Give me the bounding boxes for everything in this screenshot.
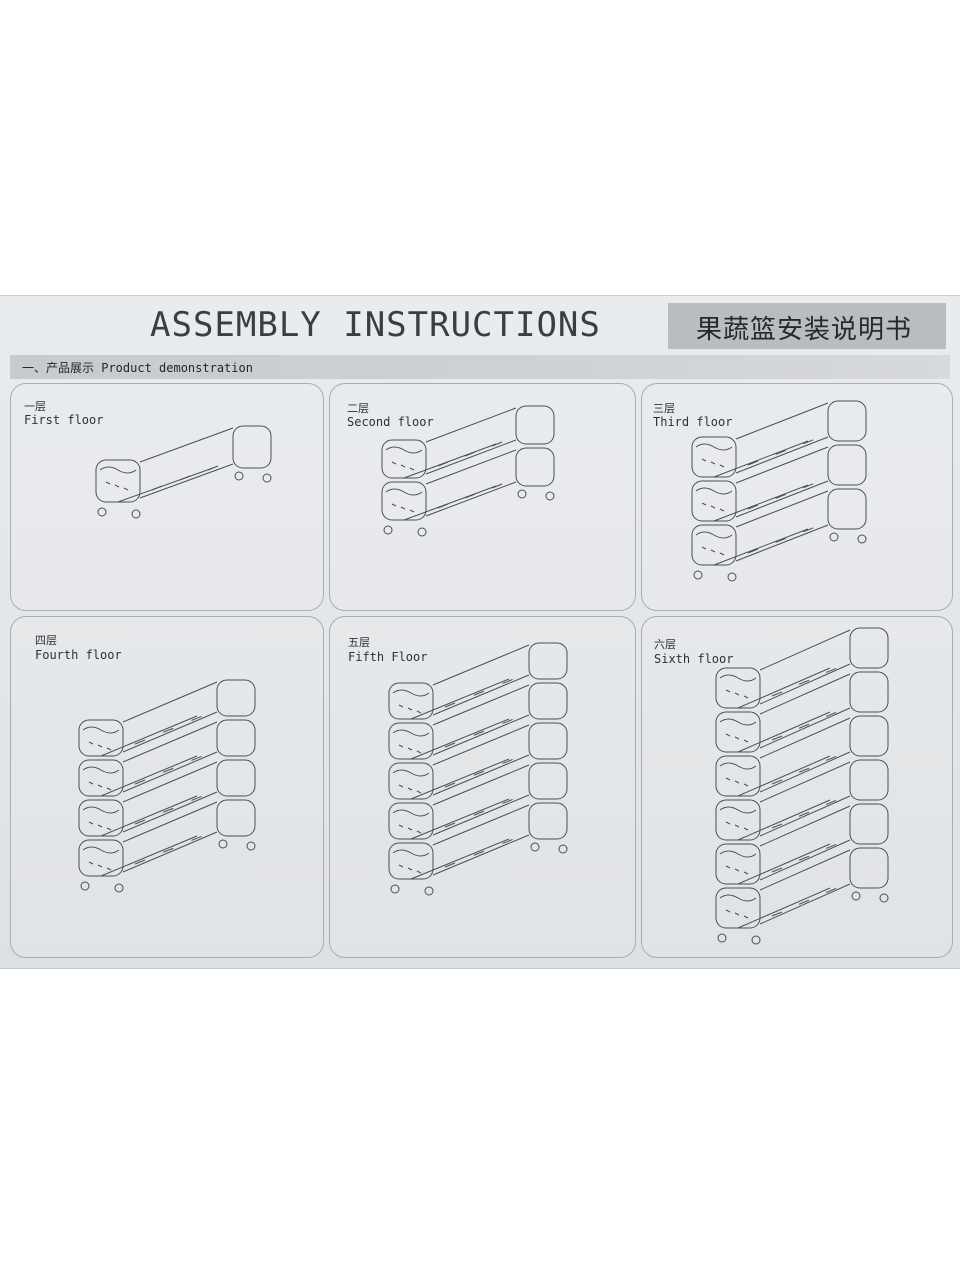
panel-label-cn: 四层 [35,634,57,647]
section-bar [10,355,950,379]
panel-label-en: Second floor [347,415,434,429]
section-title: 一、产品展示 Product demonstration [22,361,253,375]
panel-label-en: First floor [24,413,104,427]
panel-label-cn: 一层 [24,400,46,413]
panel-first-floor [10,383,324,611]
panel-fourth-floor [10,616,324,958]
panel-label-cn: 二层 [347,402,369,415]
rack-illustration [92,418,273,532]
panel-fifth-floor [329,616,636,958]
rack-illustration [688,393,868,595]
panel-label-en: Third floor [653,415,733,429]
rack-illustration [378,398,556,550]
rack-drawing [715,627,889,945]
rack-drawing [381,405,555,537]
rack-illustration [712,620,890,958]
rack-illustration [75,672,257,906]
panel-sixth-floor [641,616,953,958]
rack-illustration [385,635,569,909]
panel-label-cn: 六层 [654,638,676,651]
panel-label-cn: 五层 [348,636,370,649]
title-english: ASSEMBLY INSTRUCTIONS [150,305,601,345]
rack-drawing [95,425,272,519]
panel-label-cn: 三层 [653,402,675,415]
panel-label-en: Fourth floor [35,648,122,662]
rack-drawing [78,679,256,893]
rack-drawing [691,400,867,582]
title-chinese: 果蔬篮安装说明书 [696,315,913,345]
title-chinese-background [668,303,946,349]
panel-label-en: Fifth Floor [348,650,428,664]
panel-third-floor [641,383,953,611]
panel-label-en: Sixth floor [654,652,734,666]
rack-drawing [388,642,568,896]
